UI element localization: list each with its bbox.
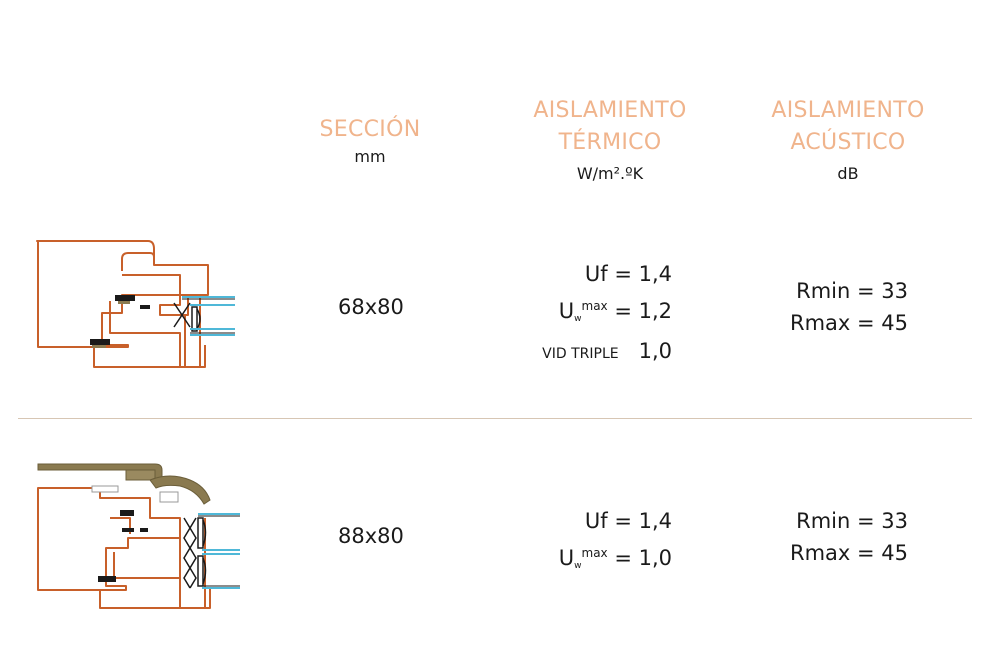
uw-sub-row1: w [574, 314, 582, 324]
header-seccion-title: SECCIÓN [319, 117, 421, 142]
uf-value-row2: Uf = 1,4 [584, 509, 672, 533]
triple-number-row1: 1,0 [638, 339, 672, 363]
header-termico-line1: AISLAMIENTO [533, 98, 687, 123]
section-value-row1: 68x80 [338, 295, 404, 319]
header-seccion: SECCIÓN mm [300, 114, 440, 168]
uw-value-row2: Uwmax = 1,0 [500, 537, 672, 582]
uw-number-row1: = 1,2 [607, 299, 672, 323]
uw-sup-row1: max [581, 299, 608, 313]
profile-drawing-88x80 [37, 463, 240, 609]
rmin-value-row2: Rmin = 33 [796, 509, 908, 533]
rmax-value-row1: Rmax = 45 [789, 311, 908, 335]
thermal-values-row1: Uf = 1,4 Uwmax = 1,2 VID TRIPLE 1,0 [500, 258, 672, 370]
header-acustico-unit: dB [837, 164, 859, 183]
header-acustico-line1: AISLAMIENTO [771, 98, 925, 123]
uw-sub-row2: w [574, 561, 582, 571]
row-divider [18, 418, 972, 419]
header-acustico-line2: ACÚSTICO [790, 130, 906, 155]
uw-value-row1: Uwmax = 1,2 [500, 290, 672, 335]
header-termico: AISLAMIENTO TÉRMICO W/m².ºK [500, 95, 720, 185]
uw-prefix-row1: U [558, 299, 575, 323]
section-value-row2: 88x80 [338, 524, 404, 548]
header-termico-line2: TÉRMICO [558, 130, 662, 155]
triple-label-row1: VID TRIPLE [542, 346, 619, 362]
thermal-values-row2: Uf = 1,4 Uwmax = 1,0 [500, 505, 672, 582]
header-acustico: AISLAMIENTO ACÚSTICO dB [738, 95, 958, 185]
uw-prefix-row2: U [558, 546, 575, 570]
triple-value-row1: VID TRIPLE 1,0 [500, 335, 672, 370]
rmax-value-row2: Rmax = 45 [789, 541, 908, 565]
header-termico-unit: W/m².ºK [576, 164, 644, 183]
uw-number-row2: = 1,0 [607, 546, 672, 570]
profile-drawing-68x80 [36, 240, 235, 368]
rmin-value-row1: Rmin = 33 [796, 279, 908, 303]
uf-value-row1: Uf = 1,4 [584, 262, 672, 286]
acoustic-values-row1: Rmin = 33 Rmax = 45 [760, 275, 908, 339]
acoustic-values-row2: Rmin = 33 Rmax = 45 [760, 505, 908, 569]
uw-sup-row2: max [581, 546, 608, 560]
header-seccion-unit: mm [354, 147, 386, 166]
